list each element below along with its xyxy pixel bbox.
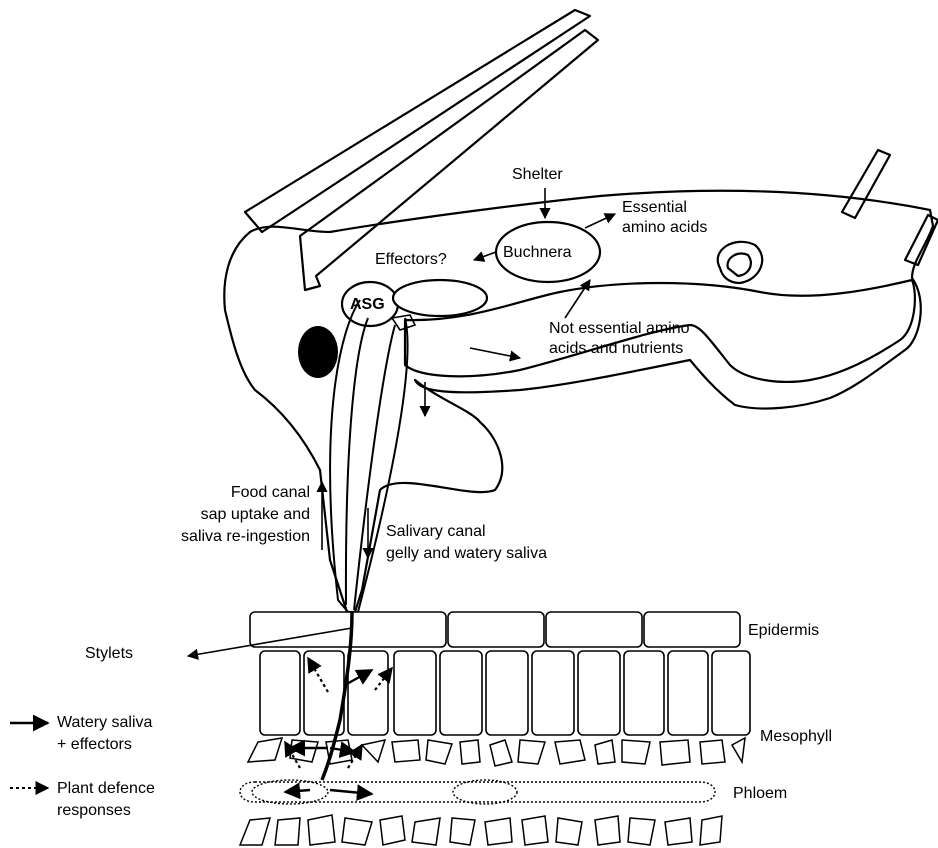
- salivary-gland: [393, 280, 487, 316]
- label-buchnera: Buchnera: [503, 243, 572, 262]
- label-food-canal-3: saliva re-ingestion: [140, 527, 310, 546]
- arrow-essential: [585, 214, 615, 228]
- label-shelter: Shelter: [512, 165, 563, 184]
- legend-dotted-line-1: Plant defence: [57, 779, 155, 798]
- compound-eye: [298, 326, 338, 378]
- antenna-outer: [245, 10, 590, 232]
- mesophyll-layer: [260, 651, 750, 735]
- label-not-essential-1: Not essential amino: [549, 319, 690, 338]
- epidermis-layer: [250, 612, 740, 647]
- label-mesophyll: Mesophyll: [760, 727, 832, 746]
- stylet-bundle: [330, 300, 415, 612]
- arrow-not-essential: [565, 280, 590, 318]
- label-food-canal-2: sap uptake and: [150, 505, 310, 524]
- label-asg: ASG: [350, 295, 385, 314]
- label-stylets: Stylets: [85, 644, 133, 663]
- legend-dotted-line-2: responses: [57, 801, 131, 820]
- legend-solid-line-2: + effectors: [57, 735, 132, 754]
- label-salivary-1: Salivary canal: [386, 522, 486, 541]
- spongy-cells-upper: [248, 738, 745, 766]
- label-epidermis: Epidermis: [748, 621, 819, 640]
- arrow-effectors: [474, 252, 496, 260]
- label-effectors: Effectors?: [375, 250, 447, 269]
- arrow-gut: [470, 348, 520, 358]
- siphunculus-1: [842, 150, 890, 218]
- label-essential-1: Essential: [622, 198, 687, 217]
- label-not-essential-2: acids and nutrients: [549, 339, 683, 358]
- legend-solid-line-1: Watery saliva: [57, 713, 152, 732]
- label-essential-2: amino acids: [622, 218, 707, 237]
- phloem-tubes: [240, 780, 715, 804]
- spongy-cells-lower: [240, 815, 722, 845]
- label-food-canal-1: Food canal: [170, 483, 310, 502]
- label-phloem: Phloem: [733, 784, 787, 803]
- label-salivary-2: gelly and watery saliva: [386, 544, 547, 563]
